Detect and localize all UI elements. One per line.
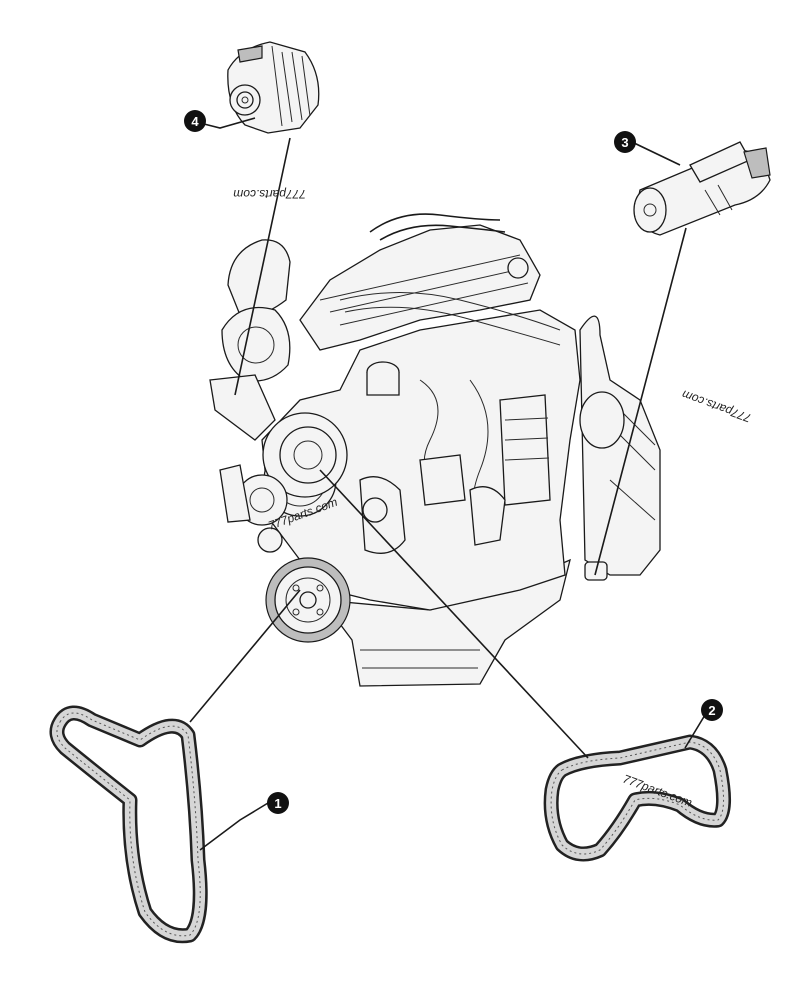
callout-number: 4 <box>191 114 199 129</box>
belt-1 <box>49 705 208 944</box>
engine-assembly <box>209 213 661 687</box>
callout-2: 2 <box>701 699 723 721</box>
callout-number: 3 <box>621 135 628 150</box>
callout-3: 3 <box>614 131 636 153</box>
starter-motor <box>633 141 771 236</box>
watermark-text: 777parts.com <box>680 387 753 425</box>
callout-4: 4 <box>184 110 206 132</box>
callout-number: 2 <box>708 703 715 718</box>
callout-number: 1 <box>274 796 281 811</box>
watermark-text: 777parts.com <box>233 187 306 201</box>
belt-2 <box>543 734 731 862</box>
leader-lines <box>189 117 709 851</box>
alternator <box>227 41 320 134</box>
callout-1: 1 <box>267 792 289 814</box>
